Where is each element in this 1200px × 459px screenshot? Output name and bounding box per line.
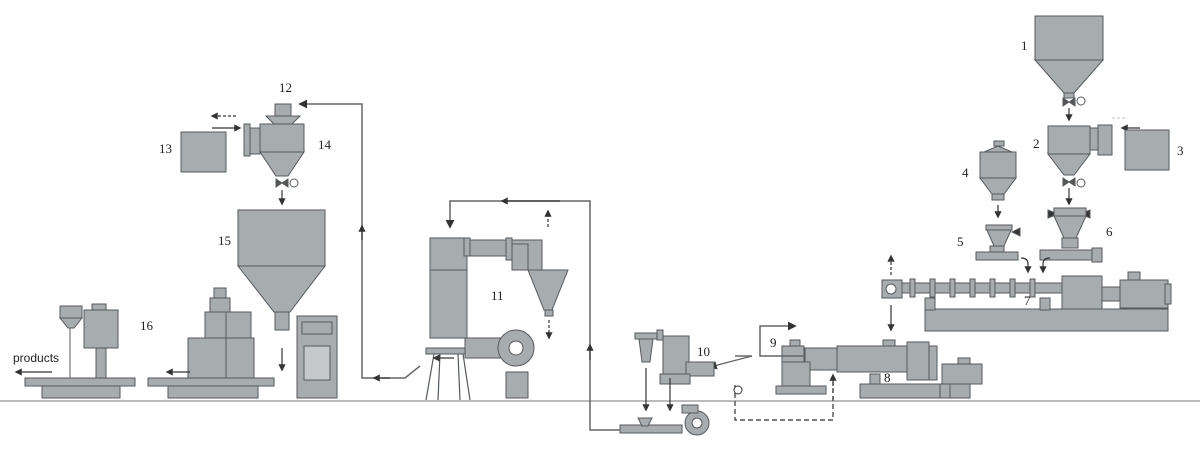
feeder-5 bbox=[975, 224, 1021, 261]
dust-collector-13 bbox=[180, 131, 227, 173]
label-1: 1 bbox=[1021, 38, 1028, 53]
label-5: 5 bbox=[957, 234, 964, 249]
packing-machine bbox=[147, 287, 275, 399]
pneumatic-pipe-12 bbox=[298, 99, 421, 379]
pipe-9 bbox=[759, 321, 805, 357]
hopper-14 bbox=[243, 123, 305, 188]
label-13: 13 bbox=[159, 141, 172, 156]
hopper-2 bbox=[1046, 124, 1113, 188]
label-3: 3 bbox=[1177, 143, 1184, 158]
products-label: products bbox=[13, 351, 59, 365]
label-16: 16 bbox=[140, 318, 154, 333]
feeder-6 bbox=[1039, 207, 1103, 263]
label-9: 9 bbox=[770, 335, 777, 350]
label-6: 6 bbox=[1106, 224, 1113, 239]
label-10: 10 bbox=[697, 344, 710, 359]
cyclone-dryer-11 bbox=[425, 237, 569, 399]
dust-collector-3 bbox=[1124, 129, 1170, 171]
pneumatic-pipe-11 bbox=[445, 200, 620, 431]
label-7: 7 bbox=[1024, 293, 1031, 308]
label-12: 12 bbox=[279, 80, 292, 95]
label-14: 14 bbox=[318, 137, 332, 152]
hopper-4 bbox=[979, 140, 1017, 201]
label-8: 8 bbox=[884, 370, 891, 385]
label-4: 4 bbox=[962, 165, 969, 180]
separator-10 bbox=[634, 329, 715, 385]
label-11: 11 bbox=[491, 288, 504, 303]
pump-9 bbox=[775, 339, 827, 395]
extruder-8 bbox=[804, 339, 983, 399]
unit-16 bbox=[24, 303, 136, 399]
cyclone-12 bbox=[264, 103, 302, 125]
label-2: 2 bbox=[1033, 136, 1040, 151]
cyclone-stand-11 bbox=[425, 353, 471, 401]
label-15: 15 bbox=[218, 233, 231, 248]
extruder-7 bbox=[881, 271, 1172, 332]
silo-1 bbox=[1033, 15, 1105, 107]
silo-15 bbox=[236, 209, 338, 399]
blower-lower bbox=[619, 404, 710, 436]
